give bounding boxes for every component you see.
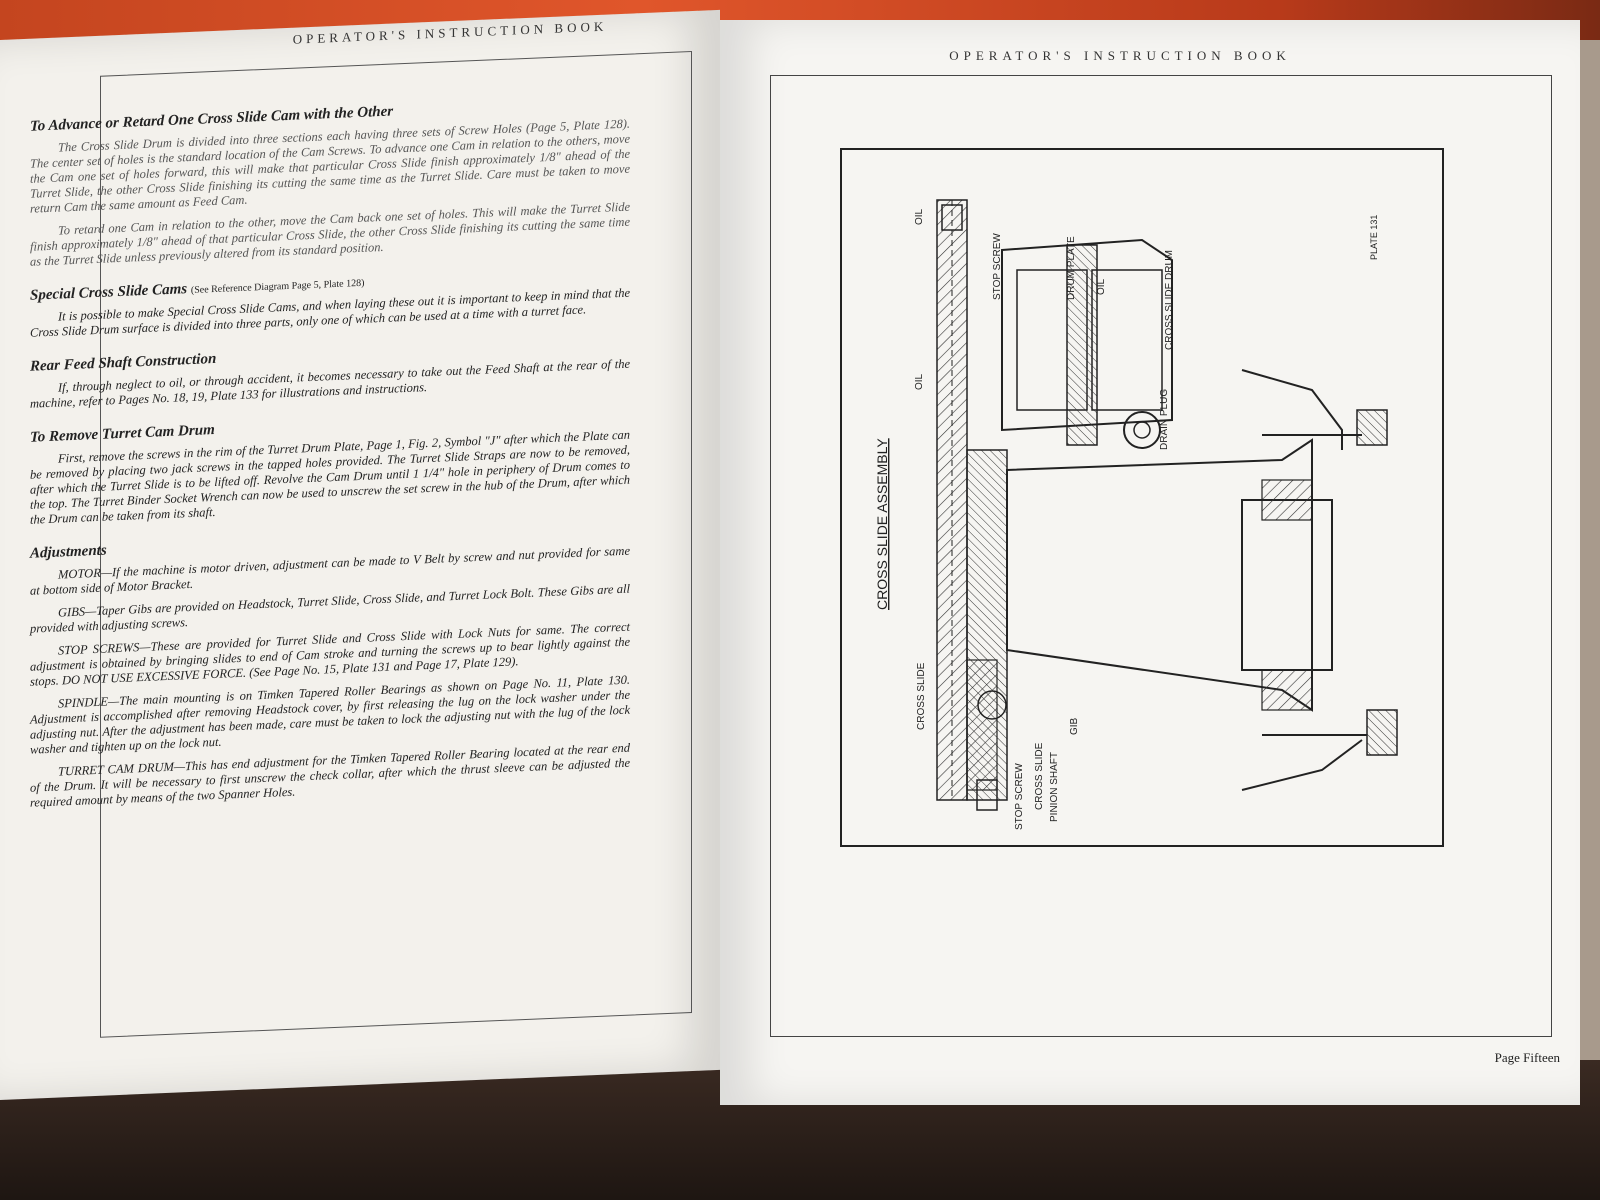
left-page: OPERATOR'S INSTRUCTION BOOK To Advance o… xyxy=(0,9,720,1101)
plate-title: CROSS SLIDE ASSEMBLY xyxy=(874,438,890,610)
label-oil-right: OIL xyxy=(1096,278,1107,295)
left-page-content: To Advance or Retard One Cross Slide Cam… xyxy=(30,94,630,829)
right-page-frame xyxy=(770,75,1552,1037)
label-cross-slide: CROSS SLIDE xyxy=(916,662,927,730)
plate-drawing: OIL STOP SCREW DRUM PLATE OIL CROSS SLID… xyxy=(840,148,1444,847)
label-drain-plug: DRAIN PLUG xyxy=(1159,389,1170,450)
label-plate-number: PLATE 131 xyxy=(1369,215,1379,260)
label-drum-plate: DRUM PLATE xyxy=(1066,236,1077,300)
label-stop-screw-top: STOP SCREW xyxy=(992,233,1003,300)
page-number: Page Fifteen xyxy=(1494,1050,1560,1065)
drum-housing xyxy=(1001,238,1173,432)
label-cross-slide-pinion-2: PINION SHAFT xyxy=(1049,752,1060,822)
right-page: OPERATOR'S INSTRUCTION BOOK xyxy=(720,20,1580,1105)
label-gib: GIB xyxy=(1069,717,1080,735)
label-cross-slide-pinion-1: CROSS SLIDE xyxy=(1034,742,1045,810)
label-cross-slide-drum: CROSS SLIDE DRUM xyxy=(1164,250,1175,350)
label-oil-top: OIL xyxy=(914,208,925,225)
knob-upper xyxy=(1356,409,1388,446)
label-stop-screw-bottom: STOP SCREW xyxy=(1014,763,1025,830)
cross-slide-assembly-drawing: OIL STOP SCREW DRUM PLATE OIL CROSS SLID… xyxy=(874,199,1398,830)
pinion-gear xyxy=(1123,411,1161,449)
section-reference: (See Reference Diagram Page 5, Plate 128… xyxy=(190,277,365,297)
section-title-text: Special Cross Slide Cams xyxy=(30,281,188,304)
knob-lower xyxy=(1366,709,1398,756)
right-running-head: OPERATOR'S INSTRUCTION BOOK xyxy=(949,48,1291,63)
section-title-text: Adjustments xyxy=(30,542,107,562)
instruction-section: Special Cross Slide Cams (See Reference … xyxy=(30,263,630,341)
section-title-text: To Remove Turret Cam Drum xyxy=(30,421,215,446)
section-title-text: Rear Feed Shaft Construction xyxy=(30,350,217,375)
drum-shaft xyxy=(1066,244,1098,446)
label-oil-left: OIL xyxy=(914,373,925,390)
instruction-section: To Advance or Retard One Cross Slide Cam… xyxy=(30,94,630,270)
